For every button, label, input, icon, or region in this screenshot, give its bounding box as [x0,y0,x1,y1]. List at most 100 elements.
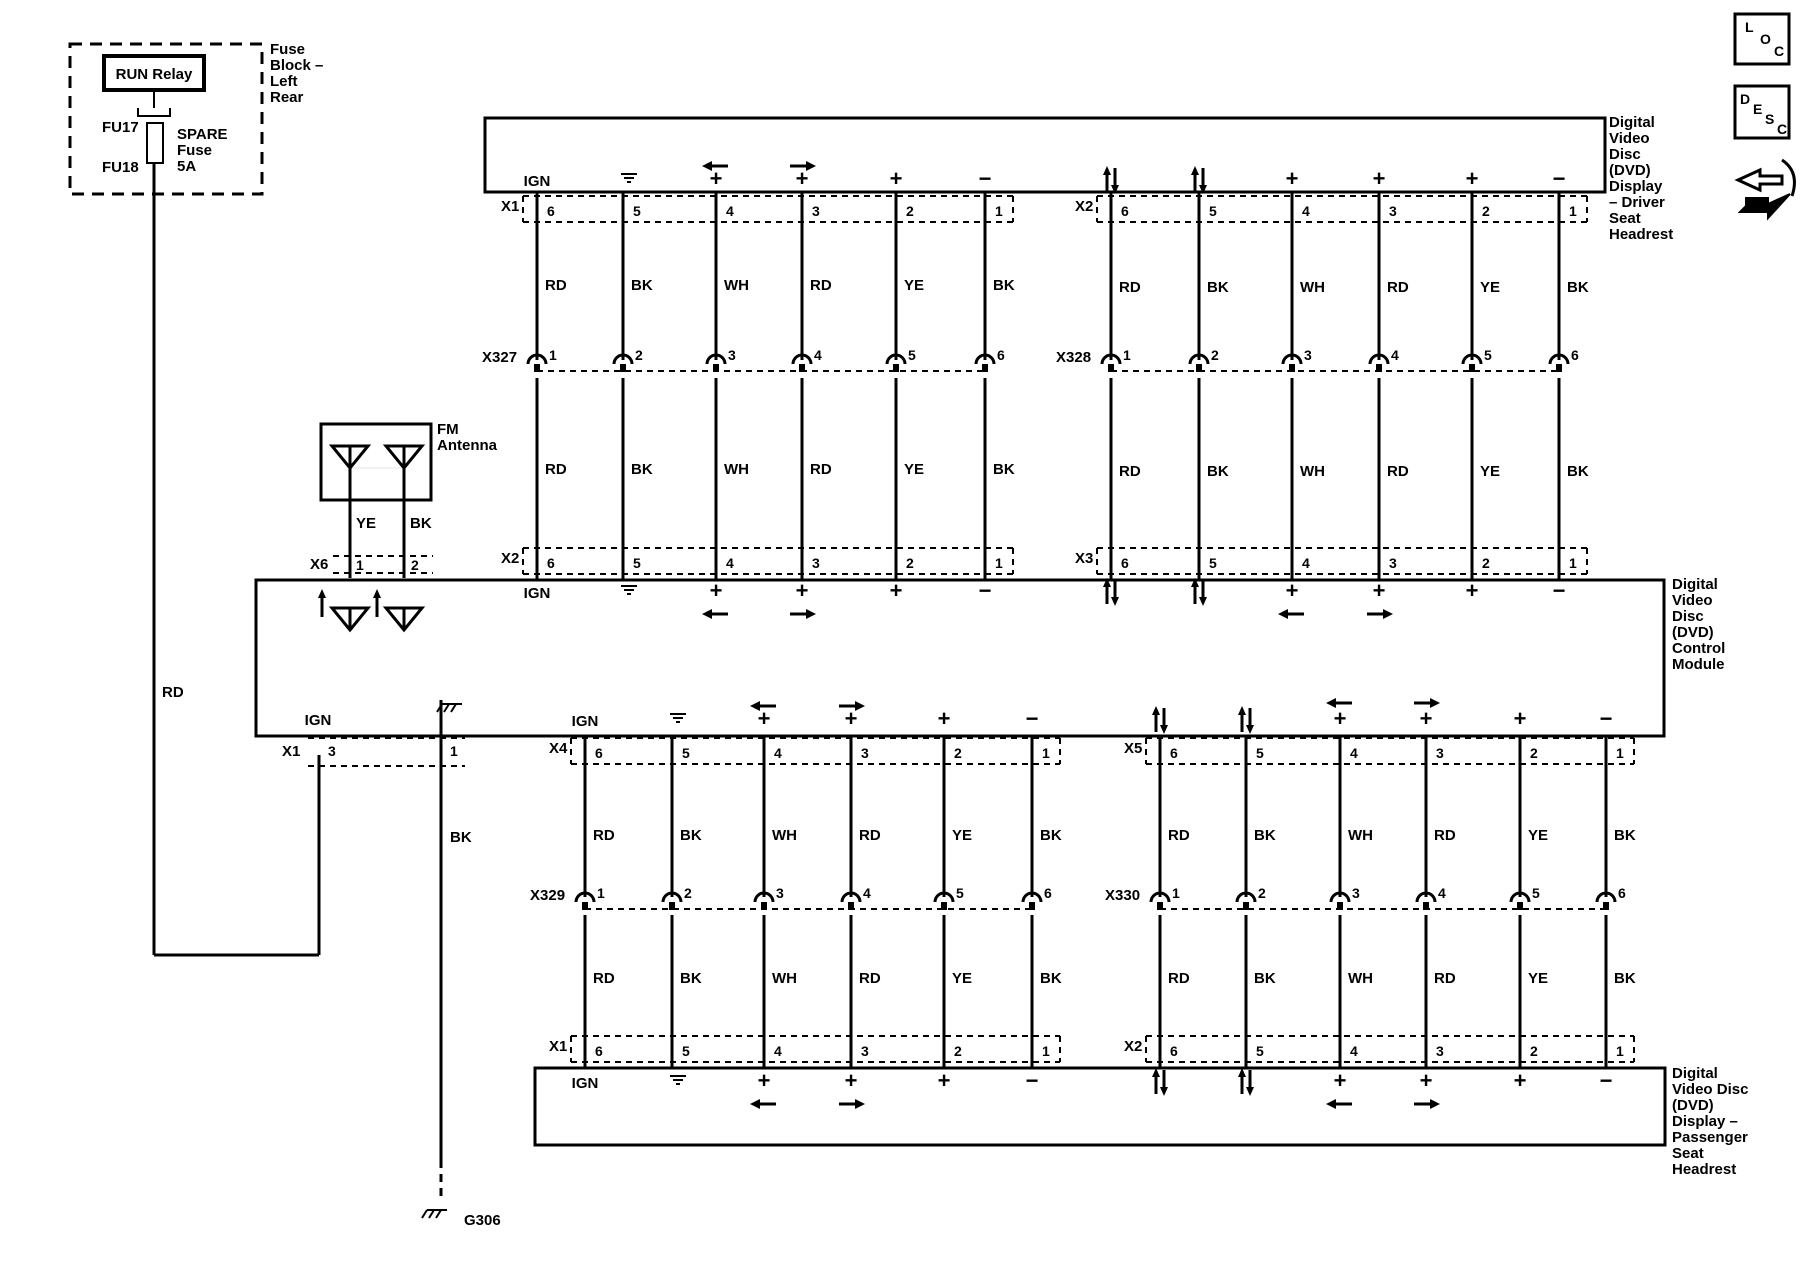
inline-connector-icon [1548,353,1570,372]
connector-x327-pin: 3 [728,347,736,363]
cm-x1-pin-1: 1 [450,743,458,759]
cm-x5-plus: + [1514,706,1527,731]
wire-color-label: BK [1614,970,1636,987]
cm-x2-plus: + [710,578,723,603]
inline-connector-icon [526,353,548,372]
connector-cm-x4-label: X4 [549,740,568,757]
fu17-label: FU17 [102,119,139,136]
connector-cm-x1-label: X1 [282,743,300,760]
wire-color-label: BK [1567,463,1589,480]
connector-bot-x2-pin: 6 [1170,1043,1178,1059]
connector-cm-x3-pin: 3 [1389,555,1397,571]
connector-x6-label: X6 [310,556,328,573]
cm-x1-pin-3: 3 [328,743,336,759]
fm-antenna-title-line: Antenna [437,437,498,454]
connector-top-x1-pin: 6 [547,203,555,219]
right-arrow-icon [790,609,816,619]
cm-x4-minus: − [1026,706,1039,731]
driver-x2-plus: + [1466,166,1479,191]
connector-top-x2-pin: 2 [1482,203,1490,219]
antenna-icon [328,444,372,471]
pass-x2-plus: + [1334,1068,1347,1093]
connector-bot-x2-pin: 1 [1616,1043,1624,1059]
right-arrow-icon [839,1099,865,1109]
pass-x1-ign-label: IGN [572,1075,599,1092]
ground-icon [621,585,637,595]
ground-wire-color: BK [450,829,472,846]
connector-top-x1-pin: 3 [812,203,820,219]
connector-cm-x4-pin: 2 [954,745,962,761]
wire-color-label: RD [593,970,615,987]
control-module-title-line: Video [1672,592,1713,609]
connector-cm-x5-label: X5 [1124,740,1142,757]
wire-color-label: BK [1207,279,1229,296]
inline-connector-icon [753,891,775,910]
fm-antenna-title-line: FM [437,421,459,438]
control-module-title-line: Disc [1672,608,1704,625]
loc-icon[interactable]: LOC [1733,12,1791,66]
up-arrow-icon [318,589,326,617]
pass-x2-plus: + [1420,1068,1433,1093]
control-module-title-line: Module [1672,656,1725,673]
connector-top-x1-label: X1 [501,198,519,215]
desc-icon-letter: S [1765,111,1774,127]
spare-fuse-body [146,122,164,164]
right-arrow-icon [1367,609,1393,619]
desc-icon-letter: D [1740,91,1750,107]
wire-color-label: RD [1119,463,1141,480]
driver-x1-minus: − [979,166,992,191]
antenna-wire-color-bk: BK [410,515,432,532]
connector-cm-x3-pin: 6 [1121,555,1129,571]
bidirectional-arrow-icon [1238,1068,1254,1096]
spare-fuse-label-line: Fuse [177,142,212,159]
connector-cm-x2-pin: 6 [547,555,555,571]
desc-icon-letter: E [1753,101,1762,117]
wire-color-label: YE [1528,827,1548,844]
fm-antenna-box [319,422,433,502]
wire-color-label: WH [1300,463,1325,480]
repair-icon[interactable] [1734,158,1796,221]
passenger-display-title-line: Headrest [1672,1161,1736,1178]
left-arrow-icon [702,609,728,619]
antenna-icon [382,606,426,633]
right-arrow-icon [839,701,865,711]
connector-x328-pin: 5 [1484,347,1492,363]
antenna-icon [382,444,426,471]
connector-cm-x4-pin: 5 [682,745,690,761]
inline-connector-icon [661,891,683,910]
left-arrow-icon [1326,698,1352,708]
bidirectional-arrow-icon [1152,706,1168,734]
inline-connector-icon [840,891,862,910]
inline-connector-icon [1595,891,1617,910]
connector-x329-pin: 2 [684,885,692,901]
wire-color-label: RD [859,970,881,987]
connector-cm-x5-pin: 3 [1436,745,1444,761]
connector-top-x1-pin: 2 [906,203,914,219]
loc-icon-letter: C [1774,43,1784,59]
ground-g306-label: G306 [464,1212,501,1229]
connector-cm-x4-pin: 1 [1042,745,1050,761]
cm-x2-plus: + [796,578,809,603]
inline-connector-icon [933,891,955,910]
wire-color-label: BK [680,970,702,987]
connector-bot-x1-pin: 5 [682,1043,690,1059]
cm-x4-ign-label: IGN [572,713,599,730]
wire-color-label: WH [724,461,749,478]
cm-x5-minus: − [1600,706,1613,731]
wire-color-label: BK [993,277,1015,294]
spare-fuse-label-line: SPARE [177,126,228,143]
connector-cm-x3-label: X3 [1075,550,1093,567]
connector-top-x1-pin: 4 [726,203,734,219]
wire-color-label: RD [810,461,832,478]
left-arrow-icon [702,161,728,171]
cm-x4-plus: + [845,706,858,731]
driver-x1-ign-label: IGN [524,173,551,190]
connector-x328-pin: 4 [1391,347,1399,363]
connector-top-x2-pin: 6 [1121,203,1129,219]
cm-ign-label: IGN [305,712,332,729]
connector-bot-x2-pin: 5 [1256,1043,1264,1059]
cm-x3-plus: + [1466,578,1479,603]
connector-x329-pin: 6 [1044,885,1052,901]
